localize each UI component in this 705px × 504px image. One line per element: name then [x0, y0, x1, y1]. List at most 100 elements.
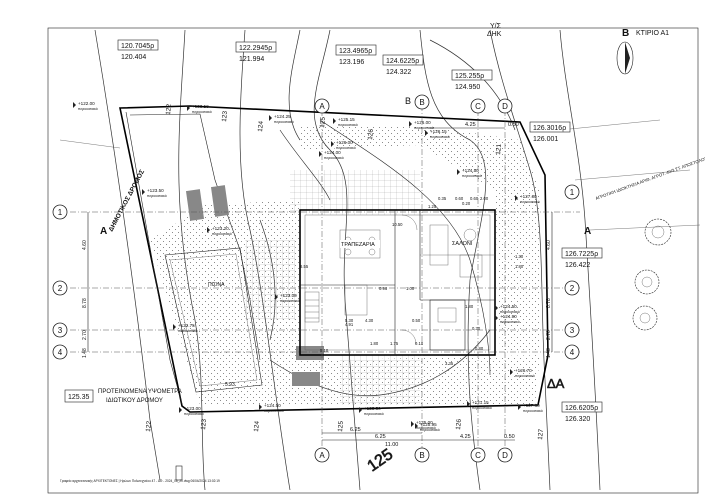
grid-top-D: D: [497, 98, 513, 114]
elevation-box-frame: [117, 39, 159, 51]
elevation-box-frame: [561, 401, 603, 413]
grid-top-B: B: [414, 94, 430, 110]
trees: [632, 218, 672, 331]
spot-level-note: περιουσιακό: [416, 426, 436, 430]
spot-marker-icon: [269, 115, 272, 121]
grid-right-1: 1: [564, 184, 580, 200]
elevation-box-frame: [451, 69, 493, 81]
dim-right: 2.70: [546, 330, 552, 340]
spot-level-note: περιουσιακό: [280, 299, 300, 303]
elevation-box-frame: [561, 247, 603, 259]
dim-top: 6.25: [375, 434, 386, 440]
dim-inner: 0.35: [438, 196, 447, 201]
grid-right-4-circle: [564, 344, 580, 360]
elevation-box-existing: 121.994: [239, 56, 264, 63]
grid-left-4: 4: [52, 344, 68, 360]
spot-marker-icon: [331, 141, 334, 147]
road-left-label: ΔΗΜΟΤΙΚΟΣ ΔΡΟΜΟΣ: [108, 169, 147, 233]
spot-level-note: περιουσιακό: [184, 412, 204, 416]
dim-inner: 0.30: [472, 326, 481, 331]
spot-marker-icon: [187, 105, 190, 111]
room-label-dining: ΤΡΑΠΕΖΑΡΙΑ: [341, 242, 375, 248]
grid-left-3: 3: [52, 322, 68, 338]
dim-inner: 4.91: [345, 322, 354, 327]
contour-label: 123: [221, 110, 229, 122]
dim-line-road: [59, 139, 121, 149]
sunbed-2: [292, 372, 320, 386]
elevation-box-proposed: 120.7045ρ: [121, 43, 154, 50]
sheet-frame: [47, 27, 699, 494]
spot-level-note: περιουσιακό: [178, 329, 198, 333]
dim-inner: 10.50: [392, 222, 403, 227]
paved-west: [245, 240, 295, 320]
dim-bottom: 6.25: [350, 427, 361, 433]
spot-level-note: περιουσιακό: [414, 126, 434, 130]
spot-level-note: περιουσιακό: [78, 107, 98, 111]
dim-inner: 1.80: [370, 341, 379, 346]
dim-top: 4.25: [465, 122, 476, 128]
dim-bottom: 11.00: [385, 442, 398, 448]
spot-level-note: περιουσιακό: [364, 412, 384, 416]
spot-level-note: περιουσιακό: [515, 374, 535, 378]
grid-left-1-circle: [52, 204, 68, 220]
corner-mark: 125: [365, 446, 397, 475]
grid-right-3-label: 3: [570, 326, 575, 335]
dim-inner: 8.55: [300, 264, 309, 269]
grid-left-3-label: 3: [58, 326, 63, 335]
spot-level-note: περιουσιακό: [338, 123, 358, 127]
dim-bottom: 0.50: [504, 434, 515, 440]
inner-boundary: [125, 111, 183, 405]
grid-bottom-B-circle: [414, 447, 430, 463]
spot-level-note: περιουσιακό: [147, 194, 167, 198]
dim-left: 8.78: [82, 298, 88, 308]
spot-level-note: περιουσιακό: [523, 409, 543, 413]
spot-level-value: +123.50: [147, 188, 164, 193]
contour-label: 126: [455, 418, 463, 430]
contour-label: 121: [495, 143, 503, 155]
spot-level-note: περιουσιακό: [274, 120, 294, 124]
elevation-box-proposed: 126.6205ρ: [565, 405, 598, 412]
spot-marker-icon: [275, 294, 278, 300]
dim-inner: 0.20: [462, 201, 471, 206]
pool-outline: [164, 247, 263, 393]
dining-label-bg: [340, 240, 380, 248]
grid-left-3-circle: [52, 322, 68, 338]
grid-left-2: 2: [52, 280, 68, 296]
spot-level-value: +124.00: [324, 150, 341, 155]
dim-inner: 1.30: [515, 254, 524, 259]
spot-level-note: περιουσιακό: [430, 135, 450, 139]
elevation-box-frame: [335, 44, 377, 56]
dim-right: 4.60: [546, 240, 552, 250]
spot-level-value: +126.00: [336, 140, 353, 145]
dim-bottom: 4.25: [460, 434, 471, 440]
spot-level-note: περιουσιακό: [212, 232, 232, 236]
dim-inner: 0.60: [455, 196, 464, 201]
spot-marker-icon: [319, 151, 322, 157]
grid-bottom-D-label: D: [502, 451, 508, 460]
entrance-curve: [279, 129, 331, 201]
spot-level-value: +127.00: [520, 194, 537, 199]
elevation-box-proposed: 126.3016ρ: [533, 125, 566, 132]
grid-left-2-label: 2: [58, 284, 63, 293]
spot-level-value: +122.00: [78, 101, 95, 106]
elevation-box-existing: 126.320: [565, 416, 590, 423]
spot-marker-icon: [173, 324, 176, 330]
building-label: ΚΤΙΡΙΟ Α1: [636, 30, 669, 37]
grid-right-2-label: 2: [570, 284, 575, 293]
spot-level-value: +123.20: [212, 226, 229, 231]
curved-path: [319, 119, 491, 376]
elevation-box-proposed: 124.6225ρ: [386, 58, 419, 65]
spot-marker-icon: [495, 305, 498, 311]
